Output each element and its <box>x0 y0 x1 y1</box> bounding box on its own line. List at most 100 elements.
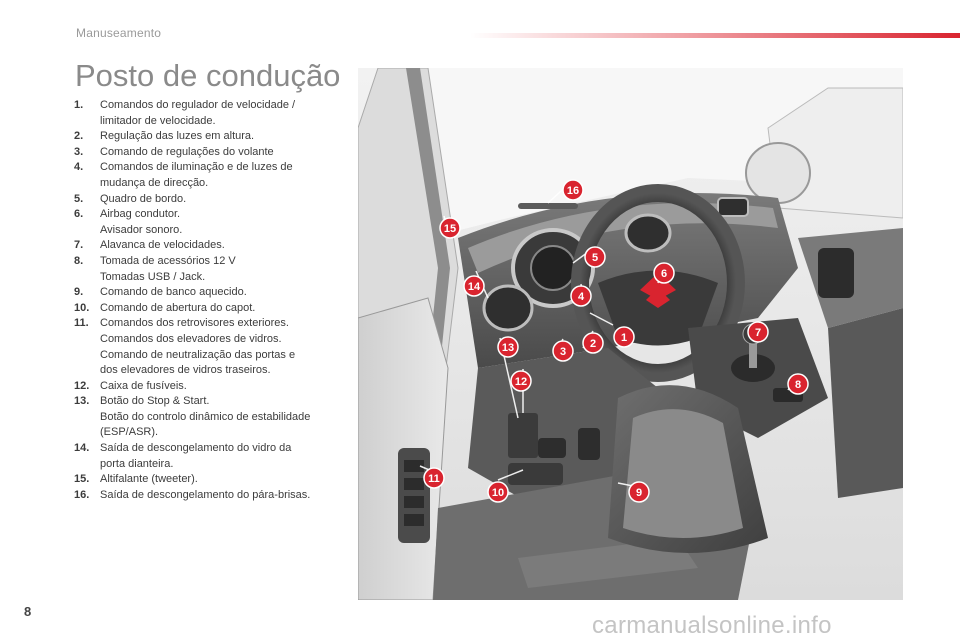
callout-number: 11 <box>428 473 440 485</box>
legend-number: 12. <box>74 379 90 392</box>
legend-item: 11.Comandos dos retrovisores exteriores.… <box>74 316 344 378</box>
section-label: Manuseamento <box>76 26 162 40</box>
legend-description: Airbag condutor. Avisador sonoro. <box>100 207 344 238</box>
callout-6: 6 <box>653 262 675 284</box>
pedal-middle <box>538 438 566 458</box>
callout-number: 4 <box>578 291 585 303</box>
legend-line: Tomada de acessórios 12 V <box>100 254 236 267</box>
legend-list: 1. Comandos do regulador de velocidade /l… <box>74 98 344 503</box>
window-switch-3 <box>404 496 424 508</box>
legend-line: Botão do Stop & Start. <box>100 395 210 408</box>
legend-line: Botão do controlo dinâmico de estabilida… <box>100 410 311 423</box>
callout-15: 15 <box>439 217 461 239</box>
callout-circle <box>439 217 461 239</box>
legend-line: Comandos dos retrovisores exteriores. <box>100 317 289 330</box>
legend-item: 7.Alavanca de velocidades. <box>74 238 344 254</box>
legend-item: 5. Quadro de bordo. <box>74 192 344 208</box>
callout-number: 10 <box>492 487 504 499</box>
legend-line: Comandos dos elevadores de vidros. <box>100 332 282 345</box>
legend-item: 16.Saída de descongelamento do pára-bris… <box>74 488 344 504</box>
brand-logo <box>640 273 676 300</box>
legend-line: Airbag condutor. <box>100 208 181 221</box>
page-number: 8 <box>24 604 32 619</box>
callout-4: 4 <box>570 285 592 307</box>
legend-description: Saída de descongelamento do vidro da port… <box>100 441 344 472</box>
legend-description: Comandos do regulador de velocidade /lim… <box>100 98 344 129</box>
legend-line: Avisador sonoro. <box>100 223 183 236</box>
legend-line: Comando de regulações do volante <box>100 145 274 158</box>
callout-12: 12 <box>510 370 532 392</box>
callout-circle <box>747 321 769 343</box>
callout-circle <box>570 285 592 307</box>
callout-number: 13 <box>502 342 514 354</box>
legend-description: Comando de banco aquecido. <box>100 285 344 301</box>
legend-line: limitador de velocidade. <box>100 114 216 127</box>
legend-line: Saída de descongelamento do vidro da <box>100 442 292 455</box>
sill-trim <box>518 538 698 588</box>
callout-circle <box>582 332 604 354</box>
legend-item: 1. Comandos do regulador de velocidade /l… <box>74 98 344 129</box>
passenger-door-handle <box>818 248 854 298</box>
mirror <box>745 142 811 204</box>
legend-item: 2.Regulação das luzes em altura. <box>74 129 344 145</box>
callout-circle <box>552 340 574 362</box>
legend-description: Comandos dos retrovisores exteriores. Com… <box>100 316 344 378</box>
callout-3: 3 <box>552 340 574 362</box>
fuse-box-cover <box>508 413 538 458</box>
callout-number: 5 <box>592 252 598 264</box>
legend-number: 5. <box>74 192 84 205</box>
right-vent <box>717 197 749 217</box>
legend-line: Altifalante (tweeter). <box>100 473 198 486</box>
legend-line: mudança de direcção. <box>100 176 209 189</box>
callout-number: 8 <box>795 379 801 391</box>
watermark-text: carmanualsonline.info <box>592 612 832 639</box>
callout-14: 14 <box>463 275 485 297</box>
legend-item: 6.Airbag condutor.Avisador sonoro. <box>74 207 344 238</box>
legend-item: 9. Comando de banco aquecido. <box>74 285 344 301</box>
header-accent-bar <box>470 33 960 38</box>
dashboard-top <box>468 203 778 273</box>
legend-line: Saída de descongelamento do pára-brisas. <box>100 488 311 501</box>
page-title: Posto de condução <box>75 58 341 93</box>
callout-number: 15 <box>444 223 456 235</box>
brand-logo-lower <box>646 288 670 308</box>
speedometer <box>530 245 576 291</box>
callout-circle <box>653 262 675 284</box>
legend-line: porta dianteira. <box>100 457 174 470</box>
callout-circle <box>787 373 809 395</box>
legend-description: Comando de regulações do volante <box>100 145 344 161</box>
callout-16: 16 <box>562 179 584 201</box>
legend-item: 12.Caixa de fusíveis. <box>74 379 344 395</box>
pedal-right <box>578 428 600 460</box>
legend-number: 13. <box>74 395 90 408</box>
windshield <box>398 68 903 238</box>
legend-description: Botão do Stop & Start. Botão do controlo … <box>100 394 344 441</box>
legend-line: Quadro de bordo. <box>100 192 187 205</box>
legend-line: Comando de banco aquecido. <box>100 286 247 299</box>
passenger-seat <box>828 308 903 498</box>
callout-number: 7 <box>755 327 761 339</box>
legend-line: (ESP/ASR). <box>100 426 159 439</box>
callout-7: 7 <box>747 321 769 343</box>
callout-number: 16 <box>567 185 579 197</box>
legend-line: Comandos de iluminação e de luzes de <box>100 161 293 174</box>
legend-line: Alavanca de velocidades. <box>100 239 225 252</box>
callout-8: 8 <box>787 373 809 395</box>
callout-circle <box>487 481 509 503</box>
callout-circle <box>613 326 635 348</box>
callout-number: 1 <box>621 332 627 344</box>
legend-line: dos elevadores de vidros traseiros. <box>100 364 271 377</box>
legend-description: Comandos de iluminação e de luzes de muda… <box>100 160 344 191</box>
callout-number: 12 <box>515 376 527 388</box>
callout-2: 2 <box>582 332 604 354</box>
legend-number: 1. <box>74 99 84 111</box>
legend-number: 9. <box>74 286 84 299</box>
legend-item: 15.Altifalante (tweeter). <box>74 472 344 488</box>
left-vent <box>482 284 534 332</box>
callout-number: 9 <box>636 487 642 499</box>
